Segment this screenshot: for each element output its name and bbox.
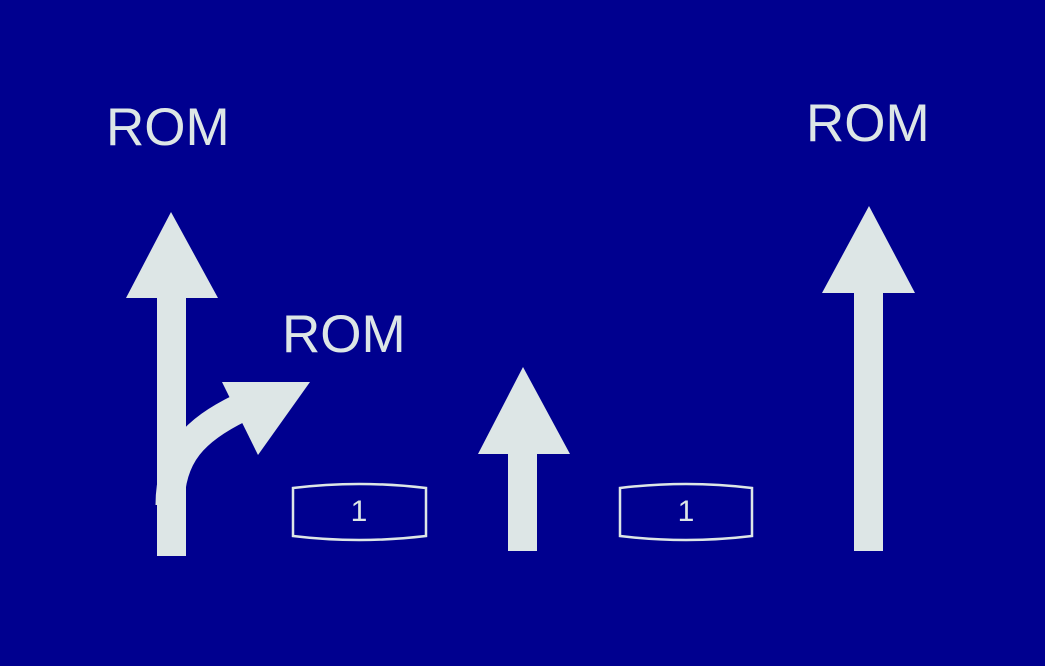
destination-left-branch: ROM [282, 305, 406, 364]
destination-left-top: ROM [106, 98, 230, 157]
route-number-right: 1 [677, 495, 695, 528]
route-number-left: 1 [350, 495, 368, 528]
route-shield-left [291, 482, 428, 542]
route-shield-right [618, 482, 754, 542]
right-straight-arrow-icon [822, 206, 915, 551]
curve-right-arrow-icon [155, 382, 310, 506]
destination-right-top: ROM [806, 94, 930, 153]
left-straight-arrow-icon [126, 212, 218, 556]
middle-straight-arrow-icon [478, 367, 570, 551]
